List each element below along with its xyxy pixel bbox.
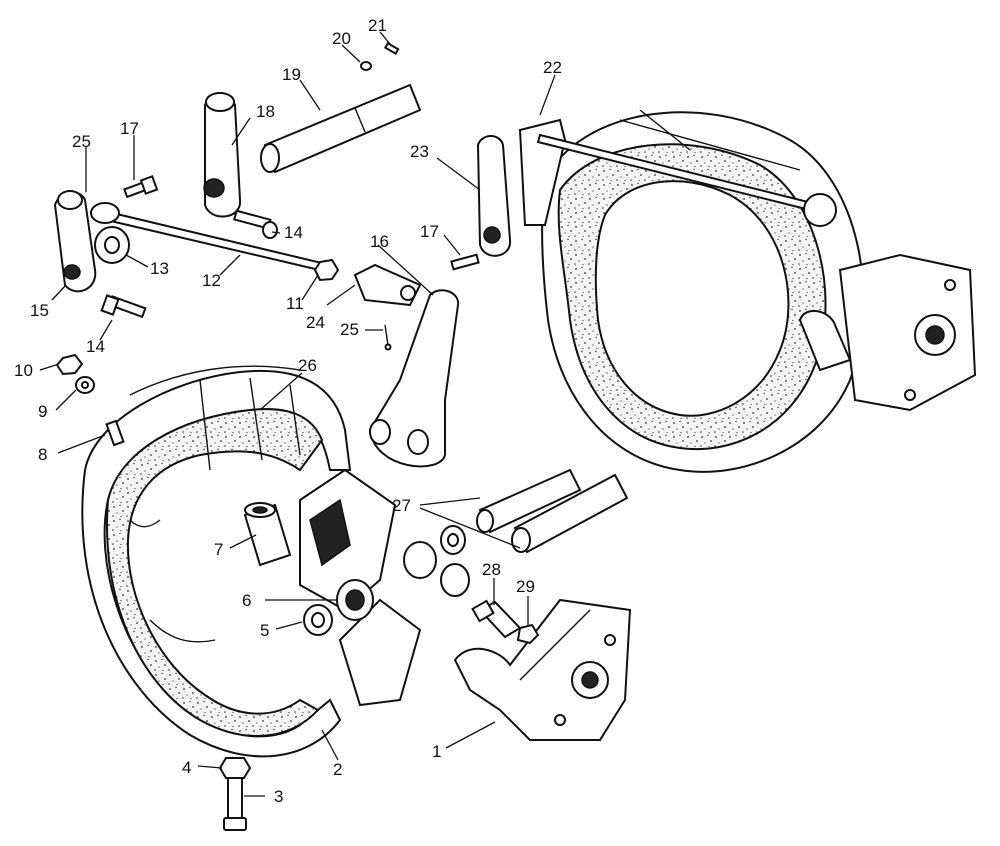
callout-18: 18 xyxy=(256,102,275,121)
callout-3: 3 xyxy=(274,787,283,806)
callout-9: 9 xyxy=(38,402,47,421)
bracket-22 xyxy=(518,118,837,227)
nut-11 xyxy=(313,258,340,282)
bolt-17-left xyxy=(123,175,159,199)
mounting-bracket-right xyxy=(798,253,977,412)
lever-16 xyxy=(368,289,460,468)
brake-band-right xyxy=(541,109,865,473)
callout-7: 7 xyxy=(214,540,223,559)
callout-17-left: 17 xyxy=(120,119,139,138)
callout-11: 11 xyxy=(286,294,304,313)
callout-19: 19 xyxy=(282,65,301,84)
cotter-25-center xyxy=(384,324,392,351)
callout-1: 1 xyxy=(432,742,441,761)
callout-28: 28 xyxy=(482,560,501,579)
bushing-6 xyxy=(336,541,470,621)
callout-29: 29 xyxy=(516,577,535,596)
bolt-14-upper xyxy=(233,209,278,239)
nut-29 xyxy=(516,623,540,645)
callout-12: 12 xyxy=(202,271,221,290)
callout-17-right: 17 xyxy=(420,222,439,241)
callout-23: 23 xyxy=(410,142,429,161)
lever-23 xyxy=(476,135,512,257)
pin-8 xyxy=(105,419,125,447)
bolt-3 xyxy=(223,769,247,831)
callout-16: 16 xyxy=(370,232,389,251)
pin-21 xyxy=(383,41,400,55)
callout-14-left: 14 xyxy=(86,337,105,356)
callout-4: 4 xyxy=(182,758,191,777)
callout-21: 21 xyxy=(368,16,387,35)
callout-8: 8 xyxy=(38,445,47,464)
callout-25-center: 25 xyxy=(340,320,359,339)
bolt-28 xyxy=(471,599,522,639)
nut-4 xyxy=(218,757,252,779)
lever-15 xyxy=(53,190,97,293)
shaft-19 xyxy=(260,83,422,174)
washer-13 xyxy=(94,226,130,264)
callout-22: 22 xyxy=(543,58,562,77)
cotter-20 xyxy=(360,61,372,71)
washer-27-end xyxy=(440,525,466,555)
band-end-bracket xyxy=(299,468,422,707)
callout-13: 13 xyxy=(150,259,169,278)
callout-2: 2 xyxy=(333,760,342,779)
callout-6: 6 xyxy=(242,591,251,610)
bolt-14-left xyxy=(100,294,147,319)
pin-27a xyxy=(476,468,582,534)
lever-18 xyxy=(203,92,242,218)
callout-15: 15 xyxy=(30,301,49,320)
mounting-bracket-1 xyxy=(453,598,632,741)
callout-26: 26 xyxy=(298,356,317,375)
washer-5 xyxy=(303,604,333,636)
callout-24: 24 xyxy=(306,313,325,332)
clevis-24 xyxy=(353,263,422,307)
callout-25-left: 25 xyxy=(72,132,91,151)
callout-14-upper: 14 xyxy=(284,223,303,242)
bolt-17-right xyxy=(450,253,480,271)
washer-9 xyxy=(75,376,95,394)
callout-27: 27 xyxy=(392,496,411,515)
brake-band-left xyxy=(81,365,352,758)
leader-lines xyxy=(39,31,556,797)
callout-5: 5 xyxy=(260,621,269,640)
spacer-7 xyxy=(243,502,292,567)
pin-27b xyxy=(511,473,629,554)
callout-labels: 1 2 3 4 5 6 7 8 9 10 11 12 13 14 14 15 1… xyxy=(14,16,562,806)
callout-20: 20 xyxy=(332,29,351,48)
callout-10: 10 xyxy=(14,361,33,380)
nut-10 xyxy=(55,353,84,376)
